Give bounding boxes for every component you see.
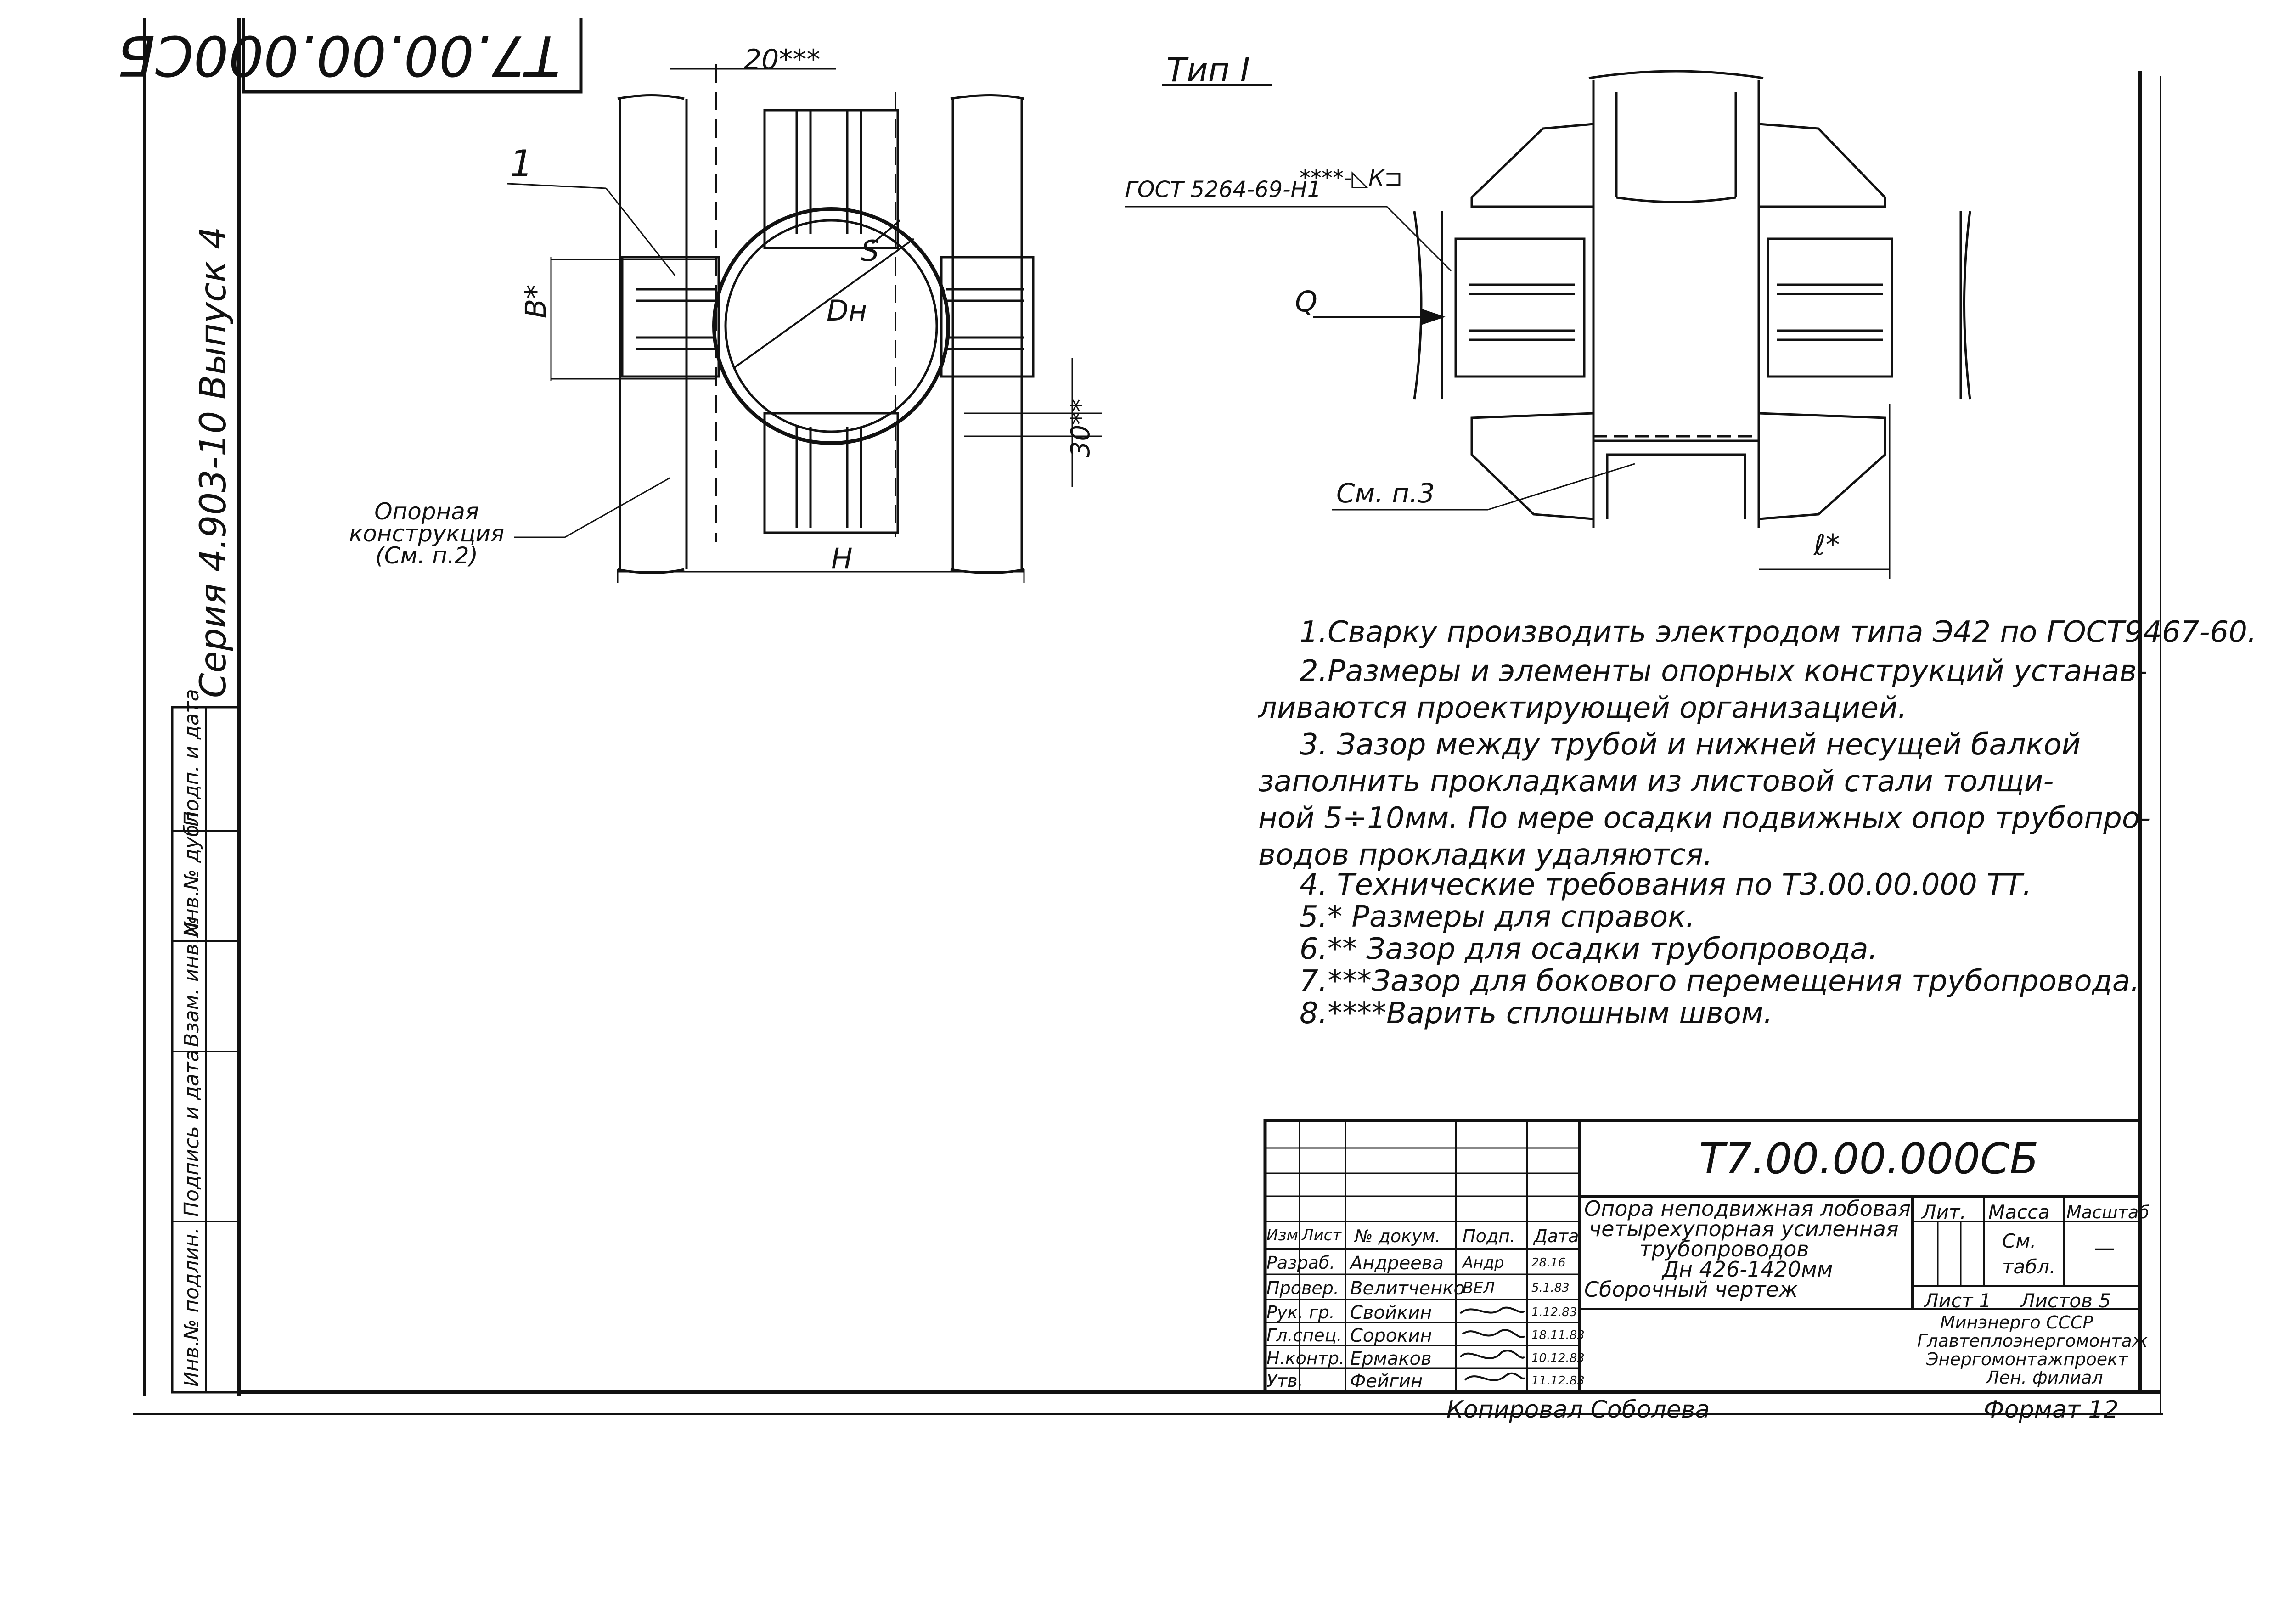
title-block-grid	[1263, 1119, 2142, 1394]
dim-l: ℓ*	[1814, 528, 1840, 562]
mass-value: См. табл.	[2002, 1230, 2056, 1278]
name-norm-control: Ермаков	[1350, 1348, 1432, 1369]
header-mass: Масса	[1988, 1201, 2050, 1223]
note-line-10: 6.** Зазор для осадки трубопровода.	[1300, 932, 1878, 966]
name-approver: Фейгин	[1350, 1371, 1423, 1392]
dim-h: Н	[831, 542, 853, 575]
role-checker: Провер.	[1266, 1278, 1339, 1298]
weld-suffix: ****-◺К⊐	[1300, 165, 1403, 191]
note-line-6: ной 5÷10мм. По мере осадки подвижных опо…	[1258, 801, 2151, 835]
note-line-11: 7.***Зазор для бокового перемещения труб…	[1300, 964, 2140, 998]
name-group-lead: Свойкин	[1350, 1302, 1432, 1323]
designation: Т7.00.00.000СБ	[1699, 1134, 2039, 1183]
sheets-total: Листов 5	[2020, 1289, 2111, 1312]
series-label: Серия 4.903-10 Выпуск 4	[193, 226, 234, 698]
corner-stamp: Т7.00.00.000СБ	[117, 23, 560, 87]
signature-scribbles	[1459, 1306, 1525, 1381]
drawing-title: Опора неподвижная лобовая четырехупорная…	[1584, 1196, 1911, 1302]
date-developer: 28.16	[1531, 1256, 1566, 1270]
sign-checker: ВЕЛ	[1463, 1279, 1495, 1297]
note-line-5: заполнить прокладками из листовой стали …	[1258, 765, 2054, 799]
col-header-date: Дата	[1534, 1226, 1579, 1246]
weld-symbol: ГОСТ 5264-69-Н1	[1125, 177, 1322, 203]
role-norm-control: Н.контр.	[1266, 1348, 1345, 1368]
copied-by: Копировал Соболева	[1446, 1396, 1710, 1424]
section-view	[1125, 70, 1971, 579]
sign-developer: Андр	[1463, 1254, 1504, 1272]
date-chief-specialist: 18.11.83	[1531, 1328, 1585, 1342]
sheet-number: Лист 1	[1924, 1289, 1992, 1312]
plan-view	[507, 64, 1102, 583]
role-group-lead: Рук. гр.	[1266, 1302, 1335, 1322]
header-lit: Лит.	[1922, 1201, 1966, 1223]
date-approver: 11.12.83	[1531, 1374, 1585, 1388]
scale-value: —	[2094, 1235, 2115, 1260]
item-number: 1	[510, 142, 533, 185]
header-scale: Масштаб	[2066, 1202, 2150, 1222]
dim-gap-top: 20***	[744, 44, 821, 76]
note-line-1: 1.Сварку производить электродом типа Э42…	[1300, 615, 2257, 649]
col-header-sheet: Лист	[1302, 1226, 1342, 1244]
name-chief-specialist: Сорокин	[1350, 1325, 1432, 1346]
sheet-format: Формат 12	[1984, 1396, 2119, 1424]
dim-gap-side: 30**	[1066, 399, 1096, 458]
organization: Минэнерго СССР Главтеплоэнергомонтаж Эне…	[1917, 1312, 2148, 1388]
name-developer: Андреева	[1350, 1253, 1444, 1274]
role-developer: Разраб.	[1266, 1253, 1335, 1273]
note-line-9: 5.* Размеры для справок.	[1300, 900, 1695, 934]
dim-dn: Dн	[827, 294, 867, 327]
role-approver: Утв.	[1266, 1371, 1303, 1391]
note-line-3: ливаются проектирующей организацией.	[1258, 691, 1907, 725]
support-label: Опорная конструкция (См. п.2)	[349, 498, 505, 569]
side-stamp-inv-original: Инв.№ подлин.	[180, 1227, 203, 1387]
dim-b: В*	[519, 284, 553, 319]
side-stamp-sign-date: Подп. и дата	[180, 689, 203, 827]
note-ref: См. п.3	[1336, 478, 1435, 509]
side-stamp-signature-date: Подпись и дата	[180, 1049, 203, 1217]
note-line-2: 2.Размеры и элементы опорных конструкций…	[1300, 654, 2148, 688]
dim-s: S	[861, 234, 879, 268]
date-group-lead: 1.12.83	[1531, 1305, 1577, 1319]
view-type-label: Тип I	[1166, 51, 1250, 89]
date-checker: 5.1.83	[1531, 1281, 1570, 1295]
note-line-8: 4. Технические требования по Т3.00.00.00…	[1300, 868, 2032, 902]
col-header-change: Изм	[1266, 1226, 1299, 1244]
role-chief-specialist: Гл.спец.	[1266, 1325, 1342, 1345]
note-line-12: 8.****Варить сплошным швом.	[1300, 996, 1773, 1030]
load-label: Q	[1295, 285, 1317, 318]
col-header-doc: № докум.	[1355, 1226, 1441, 1246]
col-header-sign: Подп.	[1463, 1226, 1516, 1246]
date-norm-control: 10.12.83	[1531, 1351, 1585, 1365]
note-line-7: водов прокладки удаляются.	[1258, 838, 1713, 872]
name-checker: Велитченко	[1350, 1278, 1465, 1299]
note-line-4: 3. Зазор между трубой и нижней несущей б…	[1300, 728, 2081, 762]
